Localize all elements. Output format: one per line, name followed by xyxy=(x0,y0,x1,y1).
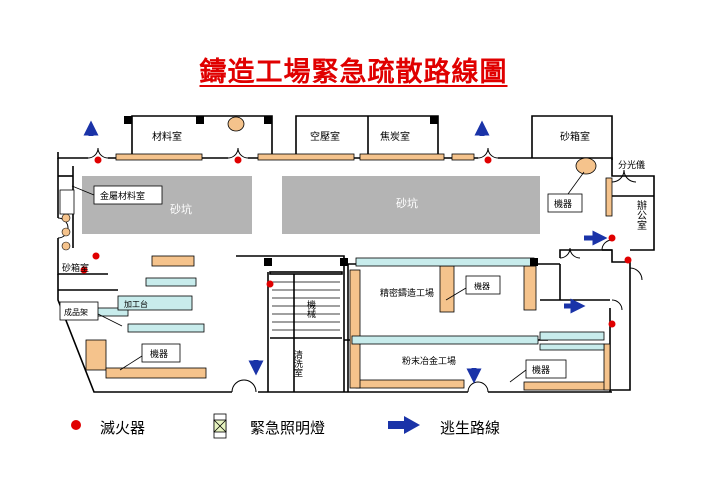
sand-pit-left xyxy=(82,176,252,234)
room-spectrometer: 分光儀 xyxy=(618,159,645,171)
legend-emergency-light-icon xyxy=(213,413,227,439)
machine-right-label: 機器 xyxy=(532,364,550,376)
machine-precision-label: 機器 xyxy=(474,281,490,291)
cleaning-room-label: 清洗室 xyxy=(292,349,303,377)
legend-emergency-light-label: 緊急照明燈 xyxy=(250,419,326,437)
room-sand-box-top: 砂箱室 xyxy=(560,130,590,143)
room-office: 辦公室 xyxy=(635,199,647,230)
room-metal-material: 金屬材料室 xyxy=(100,190,145,202)
sand-pit-center xyxy=(282,176,540,234)
left-cabinet xyxy=(59,189,75,215)
room-material: 材料室 xyxy=(152,130,182,143)
legend-extinguisher-icon xyxy=(71,420,81,430)
sand-pit-center-label: 砂坑 xyxy=(396,196,418,210)
stairs xyxy=(272,281,340,331)
room-sand-box-left: 砂箱室 xyxy=(62,262,89,274)
legend-extinguisher-label: 滅火器 xyxy=(100,419,146,437)
callout-lines xyxy=(71,171,585,383)
escape-arrows xyxy=(83,120,608,384)
precision-casting-label: 精密鑄造工場 xyxy=(380,287,434,299)
label-boxes xyxy=(59,185,583,379)
round-machine-right xyxy=(575,157,597,175)
emergency-lights xyxy=(124,116,538,266)
powder-metallurgy-label: 粉末冶金工場 xyxy=(402,355,456,367)
product-rack-label: 成品架 xyxy=(64,307,88,317)
machine-top-label: 機器 xyxy=(554,198,572,210)
work-table-label: 加工台 xyxy=(124,299,148,309)
legend-escape-arrow-icon xyxy=(388,416,420,434)
page-title: 鑄造工場緊急疏散路線圖 xyxy=(199,57,508,88)
left-circles xyxy=(61,213,71,251)
legend-escape-route-label: 逃生路線 xyxy=(440,419,501,437)
machine-left-label: 機器 xyxy=(150,348,168,360)
sand-pit-left-label: 砂坑 xyxy=(170,202,192,216)
room-coke: 焦炭室 xyxy=(380,130,410,143)
fire-extinguishers xyxy=(80,156,632,328)
room-compressor: 空壓室 xyxy=(310,130,340,143)
workbenches xyxy=(85,153,613,391)
round-machine-top xyxy=(227,116,245,132)
machine-tool-label: 機械 xyxy=(305,299,316,319)
